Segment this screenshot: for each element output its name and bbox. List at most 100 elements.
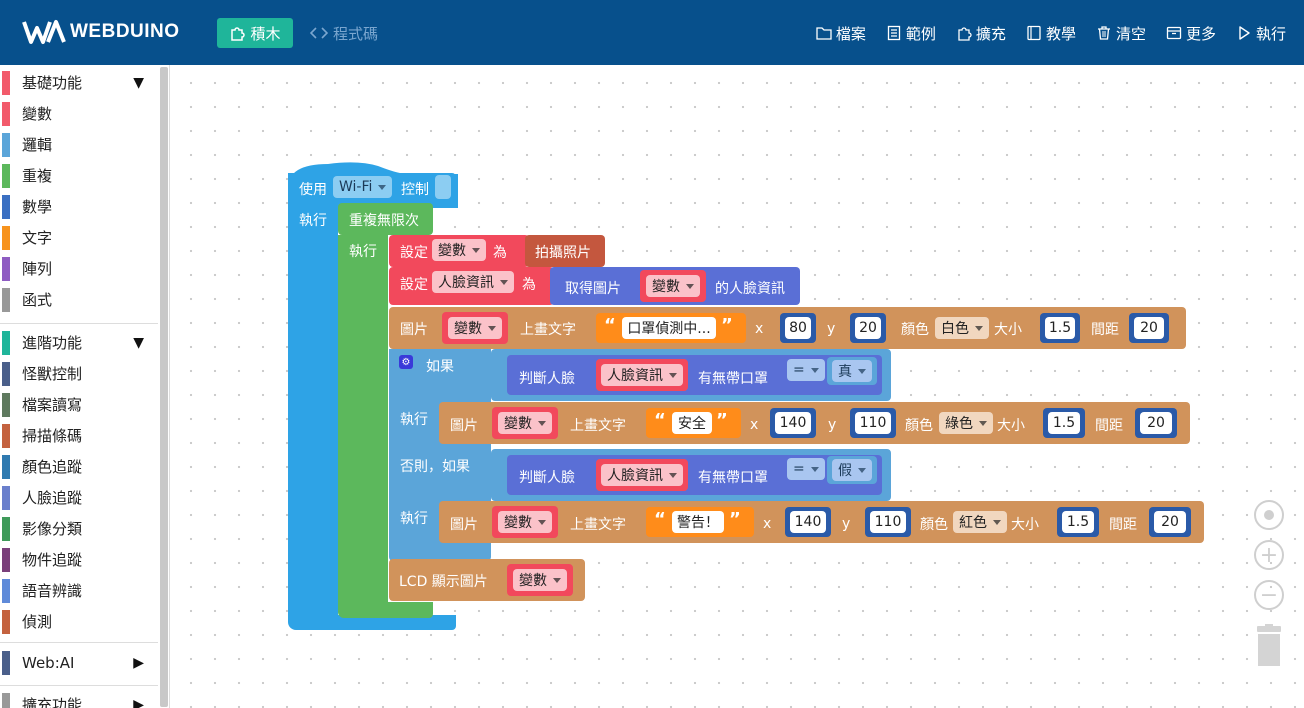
variable-dropdown[interactable]: 變數	[432, 239, 486, 261]
exec-label: 執行	[400, 511, 428, 527]
has-mask-label: 有無帶口罩	[698, 371, 768, 387]
category-color-bar	[2, 70, 10, 95]
size-value[interactable]: 1.5	[1048, 412, 1080, 434]
menu-examples[interactable]: 範例	[886, 23, 936, 44]
face-info-of-label: 的人臉資訊	[715, 281, 785, 297]
get-image-label: 取得圖片	[565, 281, 621, 297]
webduino-logo-icon	[22, 20, 66, 44]
category-item[interactable]: 文字	[0, 222, 158, 253]
wifi-dropdown[interactable]: Wi-Fi	[333, 176, 393, 198]
board-input-slot[interactable]	[435, 175, 451, 199]
blockly-workspace[interactable]: 使用 Wi-Fi 控制 執行 重複無限次 執行 設定 變數 為 拍攝照片 設定 …	[171, 65, 1304, 708]
category-color-bar	[2, 101, 10, 126]
y-value[interactable]: 20	[855, 317, 881, 339]
category-item[interactable]: 陣列	[0, 253, 158, 284]
category-item[interactable]: 語音辨識	[0, 575, 158, 606]
gear-icon[interactable]: ⚙	[399, 355, 413, 369]
category-item[interactable]: 重複	[0, 160, 158, 191]
wifi-block-spine[interactable]	[288, 203, 338, 623]
category-item[interactable]: 檔案讀寫	[0, 389, 158, 420]
variable-dropdown[interactable]: 變數	[498, 511, 552, 533]
y-value[interactable]: 110	[855, 412, 891, 434]
zoom-out-button[interactable]: −	[1254, 580, 1284, 610]
category-item[interactable]: 影像分類	[0, 513, 158, 544]
collapse-arrow-icon: ▼	[133, 74, 144, 91]
menu-extensions[interactable]: 擴充	[956, 23, 1006, 44]
x-value[interactable]: 80	[785, 317, 811, 339]
category-item[interactable]: 函式	[0, 284, 158, 315]
color-dropdown[interactable]: 白色	[935, 317, 989, 339]
x-value[interactable]: 140	[790, 511, 826, 533]
category-color-bar	[2, 361, 10, 386]
text-value[interactable]: 警告！	[672, 511, 724, 533]
category-webai[interactable]: Web:AI ▶	[0, 647, 158, 678]
wifi-block-footer[interactable]	[288, 615, 456, 630]
variable-dropdown[interactable]: 變數	[498, 412, 552, 434]
face-info-dropdown[interactable]: 人臉資訊	[601, 364, 683, 386]
repeat-block-footer[interactable]	[338, 602, 433, 618]
repeat-forever-label: 重複無限次	[349, 213, 419, 229]
workspace-trash-icon[interactable]	[1254, 624, 1284, 666]
category-item[interactable]: 怪獸控制	[0, 358, 158, 389]
exec-label: 執行	[299, 213, 327, 229]
category-label: 人臉追蹤	[22, 489, 83, 507]
y-label: y	[828, 417, 837, 433]
color-label: 顏色	[920, 517, 948, 533]
zoom-in-button[interactable]: +	[1254, 540, 1284, 570]
category-extensions[interactable]: 擴充功能 ▶	[0, 689, 158, 708]
color-dropdown[interactable]: 紅色	[953, 511, 1007, 533]
recenter-button[interactable]	[1254, 500, 1284, 530]
menu-clear[interactable]: 清空	[1096, 23, 1146, 44]
category-label: 變數	[22, 105, 53, 123]
category-item[interactable]: 邏輯	[0, 129, 158, 160]
spacing-value[interactable]: 20	[1154, 511, 1186, 533]
quote-close: ”	[729, 509, 741, 530]
main-menu: 檔案 範例 擴充 教學 清空 更多 執行	[816, 18, 1286, 48]
document-icon	[887, 25, 901, 41]
text-value[interactable]: 口罩偵測中...	[622, 317, 716, 339]
category-item[interactable]: 物件追蹤	[0, 544, 158, 575]
size-value[interactable]: 1.5	[1045, 317, 1075, 339]
text-value[interactable]: 安全	[672, 412, 712, 434]
boolean-dropdown[interactable]: 假	[832, 459, 872, 481]
menu-tutorial[interactable]: 教學	[1026, 23, 1076, 44]
category-item[interactable]: 顏色追蹤	[0, 451, 158, 482]
category-advanced[interactable]: 進階功能 ▼	[0, 327, 158, 358]
sidebar-scrollbar[interactable]	[160, 67, 168, 707]
webduino-logo[interactable]: WEBDUINO	[22, 18, 180, 46]
face-info-dropdown[interactable]: 人臉資訊	[432, 271, 514, 293]
x-label: x	[763, 516, 772, 532]
variable-dropdown[interactable]: 變數	[513, 569, 567, 591]
tab-code[interactable]: 程式碼	[310, 18, 378, 48]
menu-file[interactable]: 檔案	[816, 23, 866, 44]
variable-dropdown[interactable]: 變數	[646, 275, 700, 297]
use-label: 使用	[299, 182, 327, 198]
category-item[interactable]: 掃描條碼	[0, 420, 158, 451]
repeat-block-spine[interactable]	[338, 235, 388, 615]
menu-more[interactable]: 更多	[1166, 23, 1216, 44]
category-basic[interactable]: 基礎功能 ▼	[0, 67, 158, 98]
if-block-footer[interactable]	[389, 549, 491, 561]
category-label: 檔案讀寫	[22, 396, 83, 414]
tab-blocks[interactable]: 積木	[217, 18, 293, 48]
category-item[interactable]: 人臉追蹤	[0, 482, 158, 513]
color-dropdown[interactable]: 綠色	[939, 412, 993, 434]
y-value[interactable]: 110	[870, 511, 906, 533]
spacing-value[interactable]: 20	[1140, 412, 1172, 434]
category-item[interactable]: 數學	[0, 191, 158, 222]
size-label: 大小	[994, 322, 1022, 338]
size-value[interactable]: 1.5	[1062, 511, 1094, 533]
variable-dropdown[interactable]: 變數	[448, 317, 502, 339]
take-photo-block[interactable]	[525, 235, 605, 267]
face-info-dropdown[interactable]: 人臉資訊	[601, 464, 683, 486]
x-value[interactable]: 140	[775, 412, 811, 434]
operator-dropdown[interactable]: =	[787, 458, 825, 480]
spacing-value[interactable]: 20	[1134, 317, 1164, 339]
category-item[interactable]: 變數	[0, 98, 158, 129]
category-item[interactable]: 偵測	[0, 606, 158, 637]
operator-dropdown[interactable]: =	[787, 359, 825, 381]
repeat-block-header[interactable]	[338, 203, 433, 235]
menu-run[interactable]: 執行	[1236, 23, 1286, 44]
boolean-dropdown[interactable]: 真	[832, 360, 872, 382]
draw-text-label: 上畫文字	[570, 517, 626, 533]
